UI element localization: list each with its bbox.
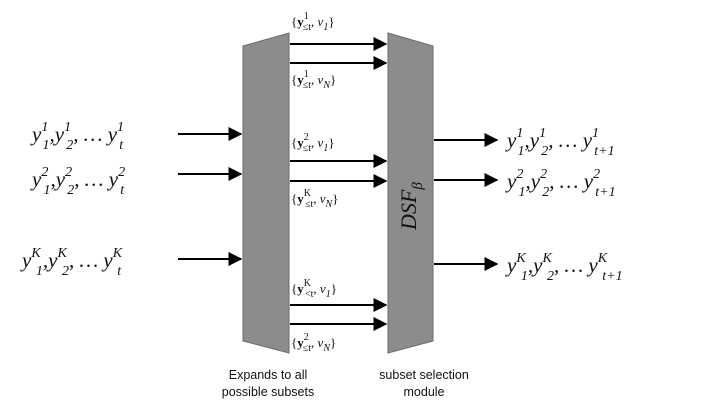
- subset-label-1: {y1≤t, v1}: [291, 11, 335, 33]
- subset-label-6: {y2≤t, vN}: [291, 332, 336, 354]
- expand-caption-line1: Expands to all: [229, 368, 308, 382]
- subset-label-4: {yK≤t, vN}: [291, 188, 338, 210]
- expand-caption-line2: possible subsets: [222, 385, 314, 399]
- subset-label-5: {yK<t, v1}: [291, 278, 337, 300]
- select-caption-line2: module: [404, 385, 445, 399]
- subset-label-3: {y2≤t, v1}: [291, 132, 335, 154]
- subset-label-2: {y1≤t, vN}: [291, 69, 336, 91]
- module-label: DSFβ: [396, 182, 426, 231]
- expansion-block: [242, 32, 290, 354]
- select-caption-line1: subset selection: [379, 368, 469, 382]
- selection-module-block: [387, 32, 434, 354]
